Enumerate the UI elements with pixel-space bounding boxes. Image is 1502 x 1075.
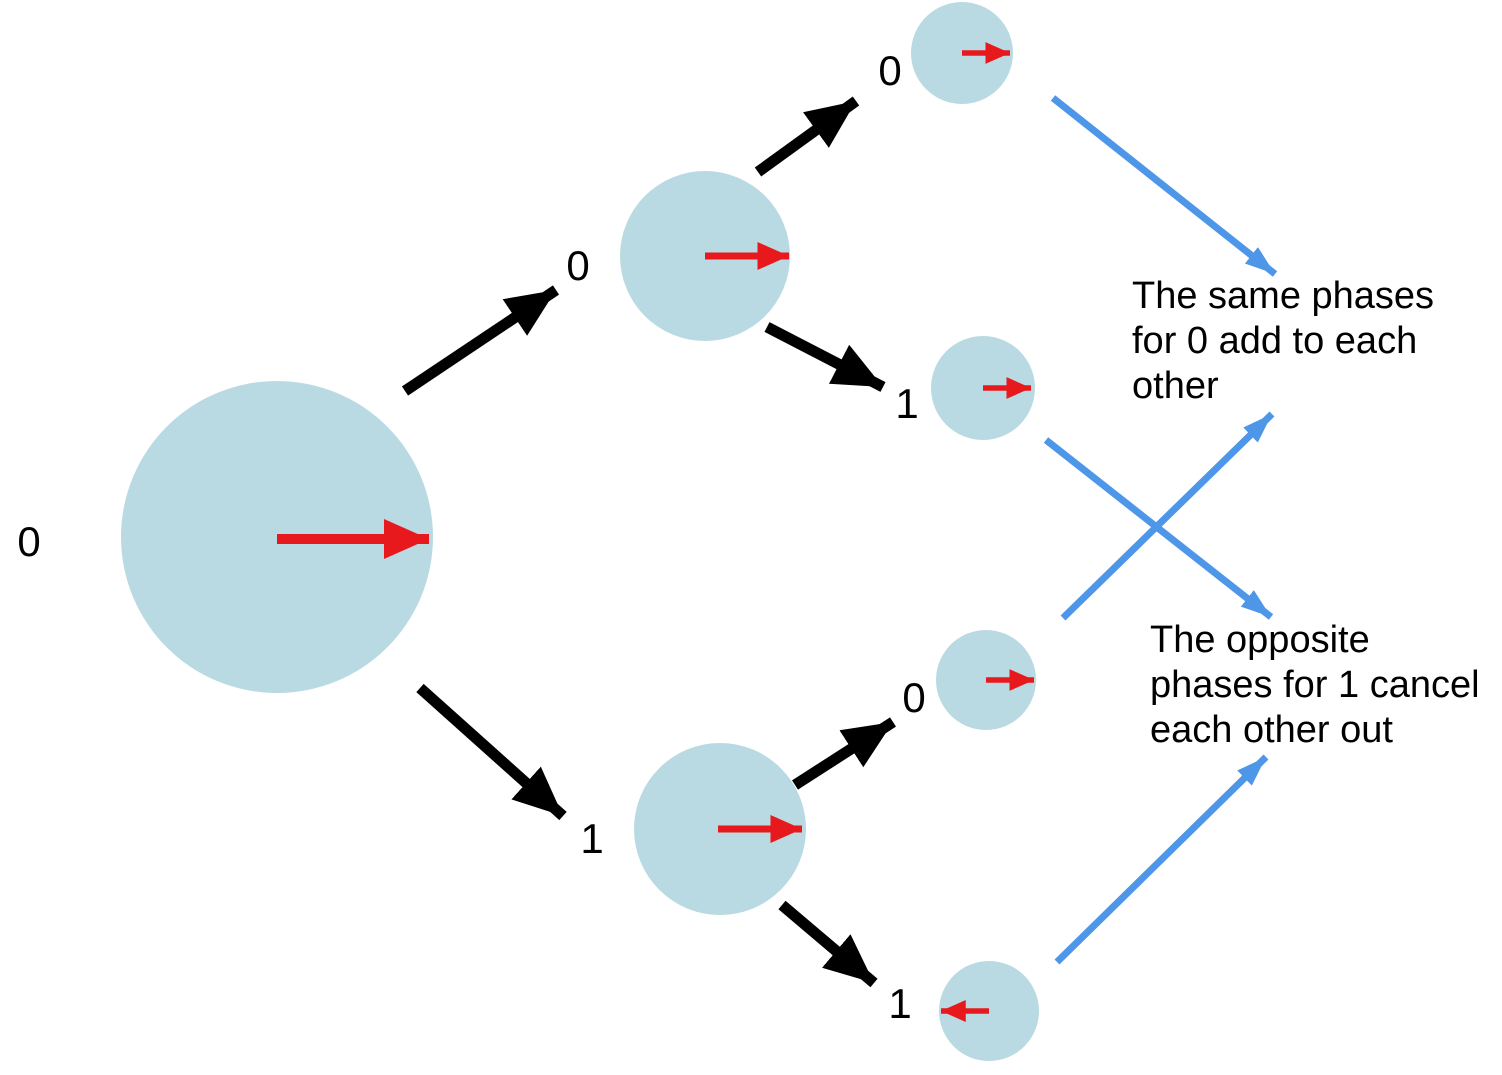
branch-arrow-root-to-0 [401, 285, 560, 396]
annotation-same-phases: The same phases for 0 add to each other [1132, 275, 1434, 407]
annotation-opposite-phases-line3: each other out [1150, 709, 1393, 751]
annotation-same-phases-line2: for 0 add to each [1132, 320, 1417, 362]
node-label-0: 0 [566, 242, 589, 289]
node-label-01: 1 [895, 380, 918, 427]
annotation-arrow-s10-to-same-phases [1060, 411, 1275, 621]
node-label-10: 0 [902, 674, 925, 721]
branch-arrow-0-to-01 [764, 322, 886, 392]
annotation-opposite-phases-line2: phases for 1 cancel [1150, 664, 1480, 706]
node-label-11: 1 [888, 980, 911, 1027]
annotation-opposite-phases: The opposite phases for 1 cancel each ot… [1150, 619, 1480, 751]
branch-arrow-root-to-1 [416, 683, 567, 821]
annotation-same-phases-line3: other [1132, 365, 1219, 407]
branch-arrow-0-to-00 [754, 96, 860, 177]
annotation-same-phases-line1: The same phases [1132, 275, 1434, 317]
node-label-1: 1 [580, 815, 603, 862]
annotation-arrow-s11-to-opposite-phases [1054, 754, 1269, 965]
node-label-root: 0 [17, 518, 40, 565]
annotation-opposite-phases-line1: The opposite [1150, 619, 1370, 661]
branch-arrow-1-to-11 [778, 900, 878, 988]
node-label-00: 0 [878, 47, 901, 94]
annotation-arrow-s00-to-same-phases [1050, 95, 1278, 277]
branch-arrow-1-to-10 [792, 717, 896, 790]
